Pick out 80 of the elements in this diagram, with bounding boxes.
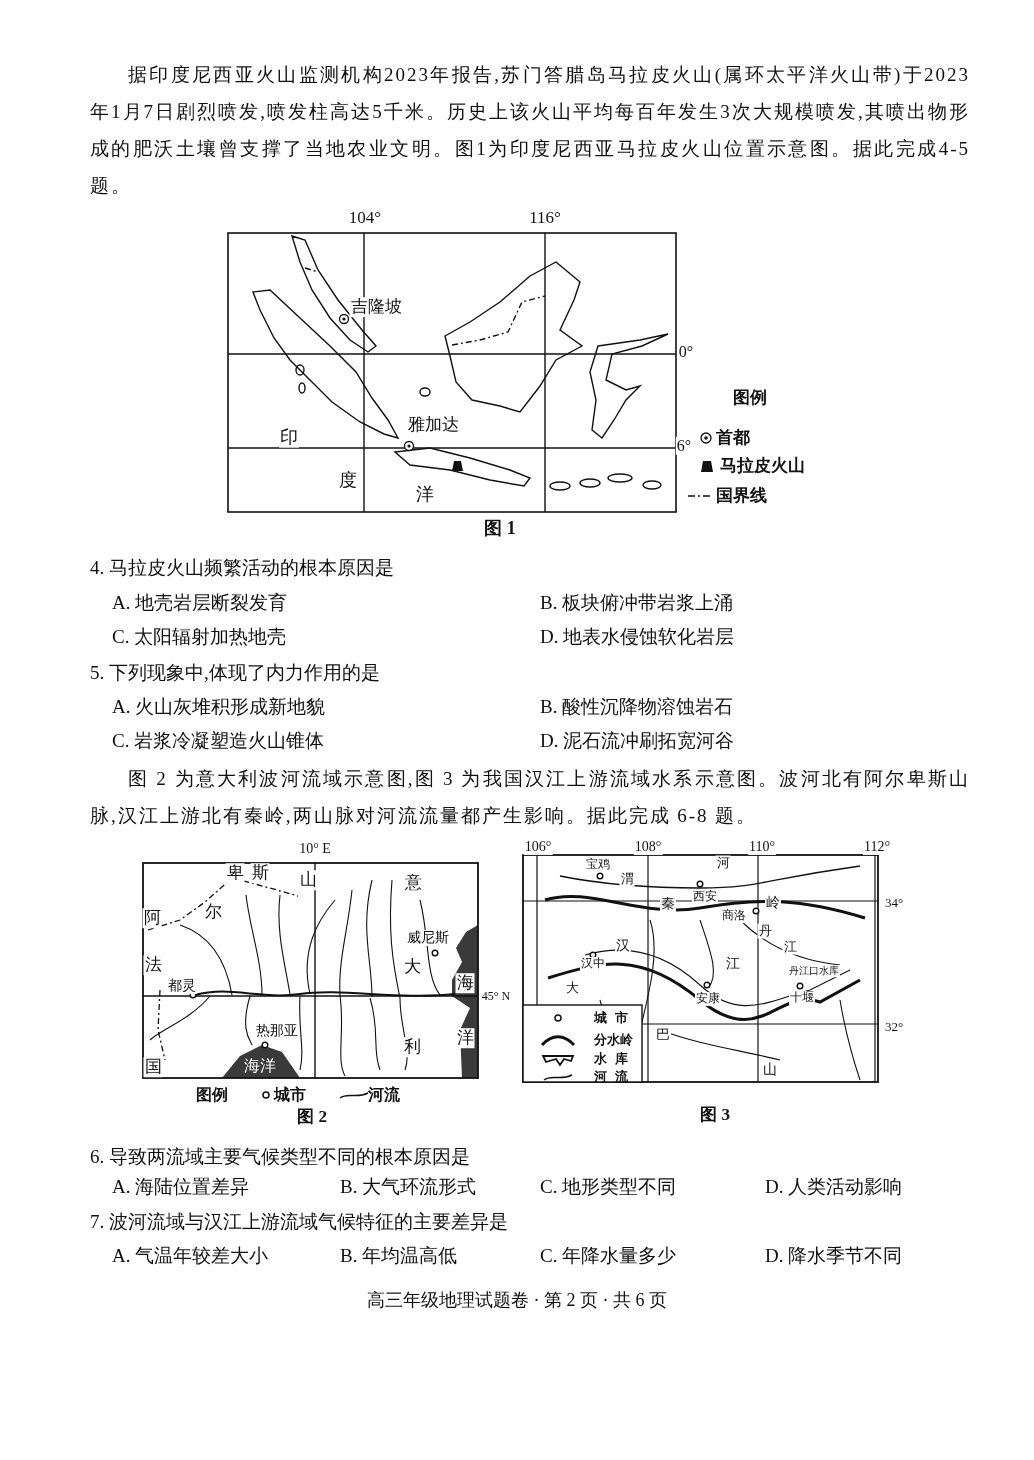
map-label: 汉中: [580, 957, 606, 971]
legend-label: 首都: [716, 428, 750, 448]
map-label: 渭: [619, 871, 635, 887]
legend-label: 河流: [594, 1069, 636, 1085]
legend-label: 马拉皮火山: [720, 456, 805, 476]
question-text: C. 岩浆冷凝塑造火山锥体: [112, 730, 325, 752]
map-label: 利: [402, 1037, 422, 1057]
question-text: C. 太阳辐射加热地壳: [112, 626, 287, 648]
question-text: B. 年均温高低: [340, 1245, 458, 1267]
map-label: 印: [279, 426, 299, 448]
map-label: 意: [403, 873, 423, 893]
question-text: D. 地表水侵蚀软化岩层: [540, 626, 735, 648]
map-label: 丹: [757, 923, 773, 939]
question-text: B. 大气环流形式: [340, 1176, 477, 1198]
map-label: 大: [564, 980, 580, 996]
map-label: 丹江口水库: [788, 965, 840, 977]
legend-label: 河流: [368, 1085, 400, 1105]
question-text: D. 降水季节不同: [765, 1245, 903, 1267]
map-label: 6°: [675, 436, 693, 456]
legend-label: 水库: [594, 1051, 636, 1067]
question-text: 5. 下列现象中,体现了内力作用的是: [90, 662, 380, 684]
paragraph: 据印度尼西亚火山监测机构2023年报告,苏门答腊岛马拉皮火山(属环太平洋火山带)于2023年1月7日剧烈喷发,喷发柱高达5千米。历史上该火山平均每百年发生3次大规模喷发,其喷出物形成的肥沃土壤曾支撑了当地农业文明。图1为印度尼西亚马拉皮火山位置示意图。据此完成4-5题。: [90, 63, 970, 198]
question-text: 4. 马拉皮火山频繁活动的根本原因是: [90, 557, 394, 579]
map-label: 尔: [203, 902, 223, 922]
map-label: 112°: [862, 838, 892, 856]
map-label: 河: [715, 855, 731, 871]
map-label: 度: [338, 469, 358, 491]
map-label: 斯: [250, 863, 270, 883]
legend-label: 分水岭: [594, 1032, 633, 1048]
question-text: D. 泥石流冲刷拓宽河谷: [540, 730, 735, 752]
map-label: 吉隆坡: [349, 297, 403, 317]
map-label: 山: [298, 870, 318, 890]
map-label: 洋: [455, 1028, 475, 1048]
map-label: 大: [402, 957, 422, 977]
legend-title: 图例: [196, 1085, 228, 1105]
map-label: 热那亚: [255, 1022, 299, 1040]
map-label: 国: [143, 1057, 163, 1077]
map-label: 汉: [615, 937, 631, 955]
question-text: A. 气温年较差大小: [112, 1245, 269, 1267]
figure-caption: 图 2: [297, 1107, 327, 1127]
question-text: A. 海陆位置差异: [112, 1176, 250, 1198]
map-label: 108°: [633, 838, 663, 856]
map-label: 西安: [692, 890, 718, 904]
question-text: B. 板块俯冲带岩浆上涌: [540, 592, 734, 614]
map-label: 宝鸡: [585, 858, 611, 872]
map-label: 海洋: [244, 1056, 276, 1076]
map-label: 106°: [523, 838, 553, 856]
question-text: C. 地形类型不同: [540, 1176, 677, 1198]
question-text: 6. 导致两流域主要气候类型不同的根本原因是: [90, 1146, 470, 1168]
map-label: 秦: [660, 895, 676, 913]
legend-label: 国界线: [716, 486, 767, 506]
question-text: D. 人类活动影响: [765, 1176, 903, 1198]
map-label: 山: [762, 1061, 778, 1079]
page-footer: 高三年级地理试题卷 · 第 2 页 · 共 6 页: [367, 1289, 667, 1311]
map-label: 威尼斯: [406, 929, 450, 947]
map-label: 110°: [747, 838, 777, 856]
map-label: 商洛: [721, 909, 747, 923]
question-text: A. 地壳岩层断裂发育: [112, 592, 288, 614]
legend-label: 城市: [594, 1010, 636, 1026]
question-text: B. 酸性沉降物溶蚀岩石: [540, 696, 734, 718]
map-label: 岭: [765, 894, 781, 912]
figure-caption: 图 1: [484, 517, 516, 539]
map-label: 安康: [695, 992, 721, 1006]
map-label: 卑: [225, 863, 245, 883]
legend-title: 图例: [733, 388, 767, 408]
map-label: 江: [725, 955, 741, 973]
figure-caption: 图 3: [700, 1105, 730, 1125]
question-text: A. 火山灰堆积形成新地貌: [112, 696, 326, 718]
map-label: 江: [782, 939, 798, 955]
map-label: 都灵: [167, 977, 197, 995]
map-label: 雅加达: [406, 415, 460, 435]
map-label: 法: [143, 955, 163, 975]
map-label: 阿: [142, 908, 162, 928]
map-label: 海: [455, 973, 475, 993]
legend-label: 城市: [274, 1085, 306, 1105]
question-text: C. 年降水量多少: [540, 1245, 677, 1267]
paragraph: 图 2 为意大利波河流域示意图,图 3 为我国汉江上游流域水系示意图。波河北有阿尔卑斯山脉,汉江上游北有秦岭,两山脉对河流流量都产生影响。据此完成 6-8 题。: [90, 767, 970, 828]
question-text: 7. 波河流域与汉江上游流域气候特征的主要差异是: [90, 1211, 508, 1233]
map-label: 洋: [415, 483, 435, 505]
map-label: 十堰: [789, 991, 815, 1005]
